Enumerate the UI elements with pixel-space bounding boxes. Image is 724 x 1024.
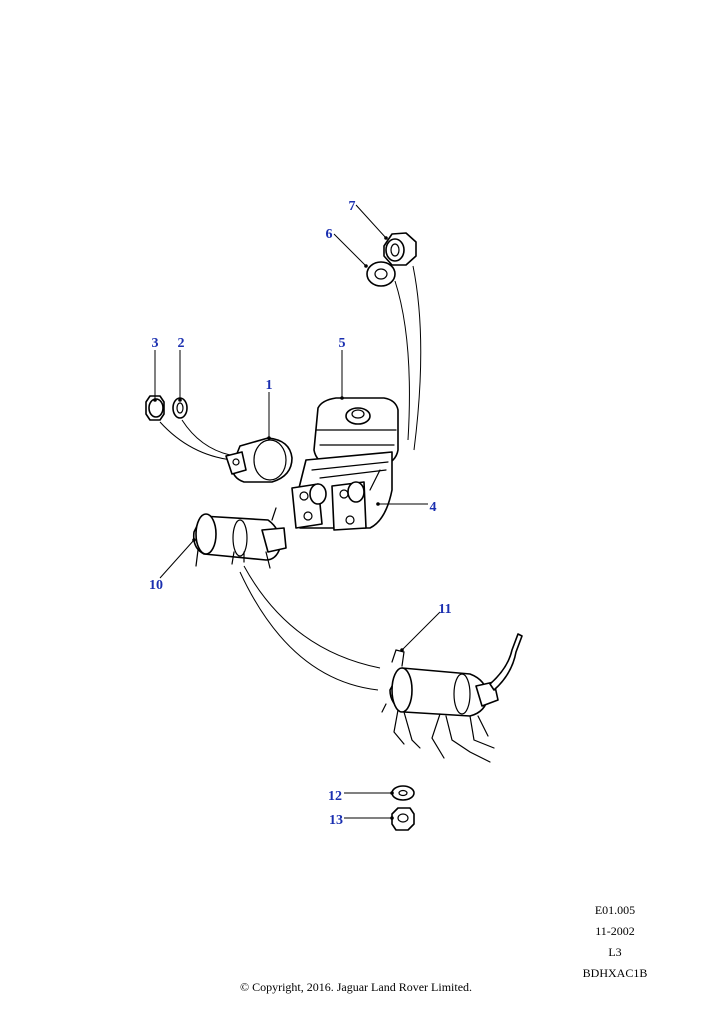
drawing-metadata: E01.005 11-2002 L3 BDHXAC1B [570,900,660,984]
callout-4: 4 [430,500,437,515]
callout-13: 13 [329,813,343,828]
callout-6: 6 [326,227,333,242]
callout-12: 12 [328,789,342,804]
part-7-nut [383,232,417,266]
part-6-washer [366,261,396,287]
callout-leaders [153,204,441,820]
callout-7: 7 [349,199,356,214]
callout-5: 5 [339,336,346,351]
callout-2: 2 [178,336,185,351]
copyright-notice: © Copyright, 2016. Jaguar Land Rover Lim… [239,980,473,994]
part-12-washer [391,785,415,801]
drawing-date: 11-2002 [595,924,635,938]
drawing-code: E01.005 [594,903,636,917]
drawing-ref: BDHXAC1B [582,966,648,980]
drawing-level: L3 [608,945,622,959]
callout-1: 1 [266,378,273,393]
part-3-cap [145,395,165,421]
part-1-switch [225,437,293,483]
callout-labels: 7 6 3 2 1 5 4 10 11 12 13 [149,199,452,828]
part-10-cylinder [192,507,287,569]
part-13-nut [391,807,415,831]
callout-11: 11 [438,602,451,617]
part-11-assembly [381,633,523,763]
callout-3: 3 [152,336,159,351]
callout-10: 10 [149,578,163,593]
part-4-5-master-cylinder [291,397,399,531]
